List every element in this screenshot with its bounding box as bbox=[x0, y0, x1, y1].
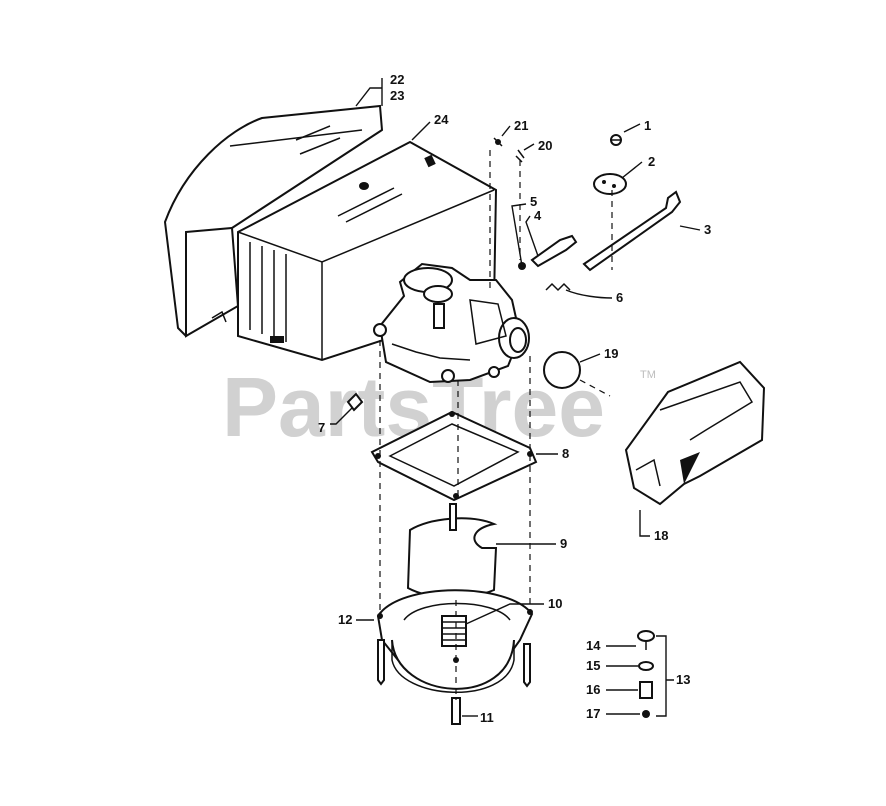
spring-16[interactable] bbox=[639, 681, 653, 699]
callout-3: 3 bbox=[704, 222, 711, 237]
alignment-lines bbox=[379, 150, 613, 700]
bracket-18[interactable] bbox=[624, 360, 766, 506]
callout-16: 16 bbox=[586, 682, 600, 697]
callout-13: 13 bbox=[676, 672, 690, 687]
valve-head-14[interactable] bbox=[637, 630, 655, 642]
leader-lines bbox=[330, 78, 701, 717]
callout-8: 8 bbox=[562, 446, 569, 461]
screw-1[interactable] bbox=[610, 134, 622, 146]
callout-23: 23 bbox=[390, 88, 404, 103]
needle-valve-4[interactable] bbox=[530, 234, 578, 268]
callout-2: 2 bbox=[648, 154, 655, 169]
o-ring-19[interactable] bbox=[543, 351, 581, 389]
bowl-screw-right[interactable] bbox=[523, 643, 531, 688]
valve-assembly-13[interactable] bbox=[637, 630, 655, 718]
callout-15: 15 bbox=[586, 658, 600, 673]
callout-6: 6 bbox=[616, 290, 623, 305]
retainer-17[interactable] bbox=[642, 710, 650, 718]
callout-18: 18 bbox=[654, 528, 668, 543]
throttle-plate-2[interactable] bbox=[593, 173, 627, 195]
float-9[interactable] bbox=[406, 503, 498, 599]
callout-7: 7 bbox=[318, 420, 325, 435]
callout-1: 1 bbox=[644, 118, 651, 133]
callout-14: 14 bbox=[586, 638, 601, 653]
bowl-bolt-11[interactable] bbox=[451, 697, 461, 725]
callout-20: 20 bbox=[538, 138, 552, 153]
carburetor-body[interactable] bbox=[373, 262, 530, 384]
callout-5: 5 bbox=[530, 194, 537, 209]
callout-labels: 22 23 24 21 20 1 2 3 5 4 6 19 7 8 18 9 1… bbox=[318, 72, 711, 725]
washer-15[interactable] bbox=[638, 661, 654, 671]
bowl-screw-left[interactable] bbox=[377, 639, 385, 686]
idle-spring-6[interactable] bbox=[545, 282, 571, 292]
throttle-shaft-3[interactable] bbox=[582, 190, 682, 272]
callout-11: 11 bbox=[480, 710, 494, 725]
callout-9: 9 bbox=[560, 536, 567, 551]
callout-17: 17 bbox=[586, 706, 600, 721]
callout-19: 19 bbox=[604, 346, 618, 361]
clip-7[interactable] bbox=[346, 392, 364, 412]
callout-22: 22 bbox=[390, 72, 404, 87]
bowl-spring-10[interactable] bbox=[441, 615, 467, 647]
screw-21[interactable] bbox=[493, 137, 503, 147]
callout-21: 21 bbox=[514, 118, 528, 133]
callout-10: 10 bbox=[548, 596, 562, 611]
callout-12: 12 bbox=[338, 612, 352, 627]
gasket-8[interactable] bbox=[370, 410, 538, 502]
watermark-trademark: TM bbox=[640, 369, 656, 381]
callout-24: 24 bbox=[434, 112, 449, 127]
callout-4: 4 bbox=[534, 208, 542, 223]
spring-20[interactable] bbox=[515, 149, 525, 163]
